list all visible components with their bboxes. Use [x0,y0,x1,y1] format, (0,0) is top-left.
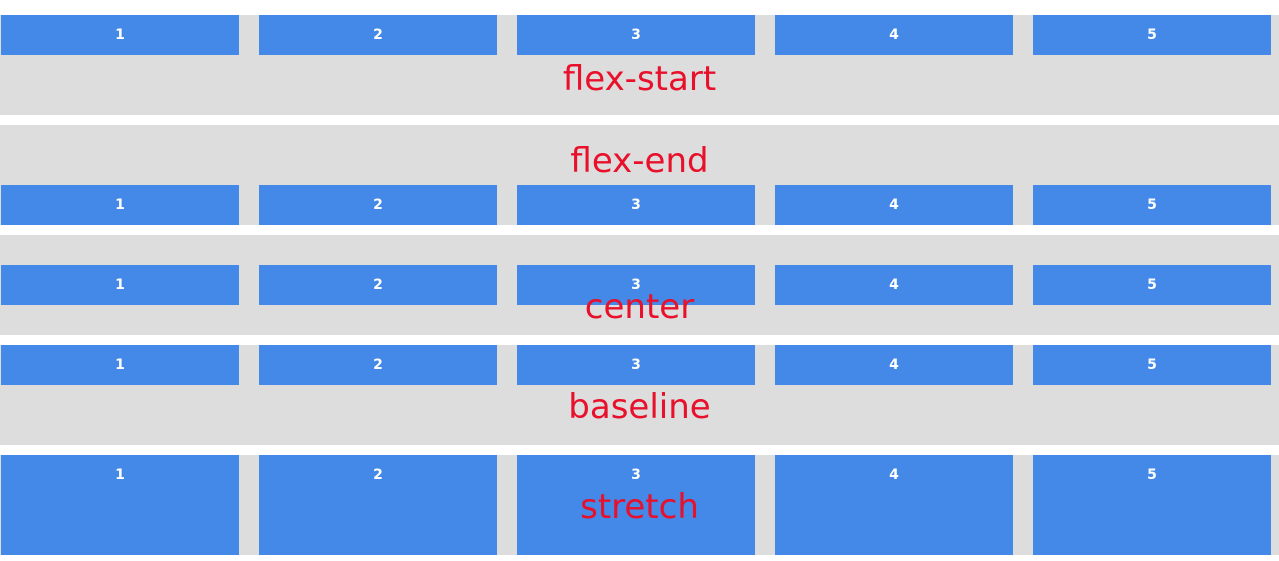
flex-item: 5 [1033,15,1271,55]
flex-end-container: 1 2 3 4 5 flex-end [0,125,1279,225]
flex-item: 3 [517,185,755,225]
flex-item: 5 [1033,345,1271,385]
flex-item: 4 [775,455,1013,555]
flex-item: 3 [517,455,755,555]
flex-item: 4 [775,185,1013,225]
flex-item: 1 [1,345,239,385]
flex-item: 5 [1033,185,1271,225]
baseline-container: 1 2 3 4 5 baseline [0,345,1279,445]
flex-item: 3 [517,265,755,305]
row-label: stretch [580,487,699,527]
flex-item: 5 [1033,265,1271,305]
flex-item: 2 [259,15,497,55]
row-label: center [584,287,695,327]
flex-item: 1 [1,265,239,305]
flex-item: 1 [1,455,239,555]
flex-item: 3 [517,345,755,385]
flex-item: 3 [517,15,755,55]
row-label: flex-start [562,59,717,99]
flex-item: 5 [1033,455,1271,555]
flex-item: 2 [259,185,497,225]
flex-item: 4 [775,265,1013,305]
stretch-container: 1 2 3 4 5 stretch [0,455,1279,555]
row-label: baseline [568,387,711,427]
flex-item: 2 [259,345,497,385]
row-label: flex-end [570,141,709,181]
flex-start-container: 1 2 3 4 5 flex-start [0,15,1279,115]
flex-item: 4 [775,15,1013,55]
center-container: 1 2 3 4 5 center [0,235,1279,335]
flex-item: 2 [259,455,497,555]
flex-item: 2 [259,265,497,305]
flex-item: 1 [1,15,239,55]
flex-item: 1 [1,185,239,225]
flex-item: 4 [775,345,1013,385]
